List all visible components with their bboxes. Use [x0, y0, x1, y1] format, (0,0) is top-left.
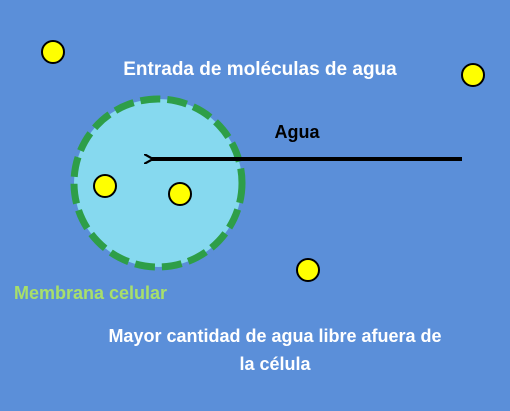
water-molecule-inside: [93, 174, 117, 198]
water-molecule-outside: [296, 258, 320, 282]
caption-line-1: Mayor cantidad de agua libre afuera de: [108, 326, 441, 346]
water-molecule-outside: [461, 63, 485, 87]
arrow-label: Agua: [275, 122, 321, 142]
water-molecule-inside: [168, 182, 192, 206]
cell-interior: [74, 99, 242, 267]
water-molecule-outside: [41, 40, 65, 64]
membrane-label: Membrana celular: [14, 283, 167, 303]
title-label: Entrada de moléculas de agua: [123, 59, 397, 80]
cell-membrane: [70, 95, 246, 271]
caption-line-2: la célula: [239, 354, 311, 374]
